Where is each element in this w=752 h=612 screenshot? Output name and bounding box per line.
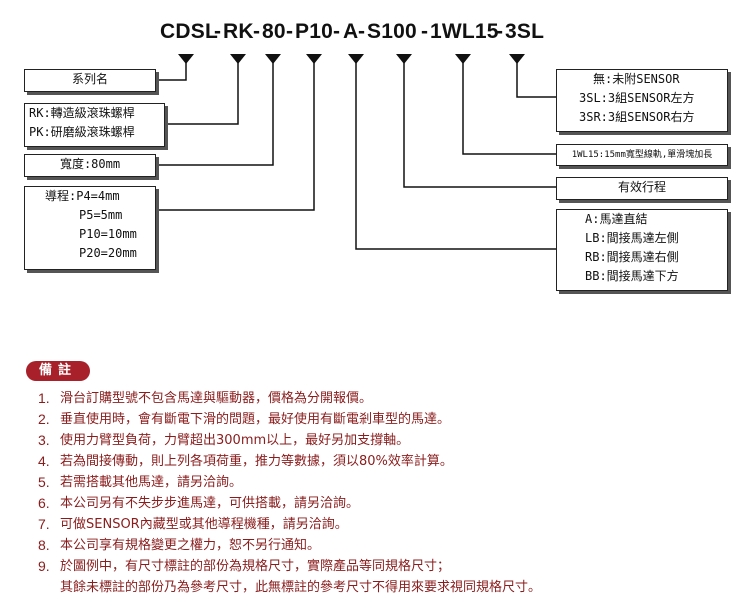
code-dash: - (286, 20, 294, 43)
motor-option-a: A:馬達直結 (585, 212, 648, 226)
remark-item: 8. 本公司享有規格變更之權力，恕不另行通知。 (38, 535, 738, 556)
motor-box: A:馬達直結 LB:間接馬達左側 RB:間接馬達右側 BB:間接馬達下方 (556, 209, 728, 291)
stroke-label: 有效行程 (617, 180, 666, 194)
lead-option-p4: 導程:P4=4mm (45, 189, 120, 203)
screw-option-pk: PK:研磨級滾珠螺桿 (29, 125, 135, 139)
remark-text: 於圖例中，有尺寸標註的部份為規格尺寸，實際產品等同規格尺寸； (60, 559, 451, 574)
code-dash: - (214, 20, 222, 43)
sensor-option-3sl: 3SL:3組SENSOR左方 (579, 91, 695, 105)
remark-text: 若為間接傳動，則上列各項荷重，推力等數據，須以80%效率計算。 (60, 454, 453, 469)
rail-label: 1WL15:15mm寬型線軌,單滑塊加長 (571, 150, 713, 160)
remark-item-continuation: 其餘未標註的部份乃為參考尺寸，此無標註的參考尺寸不得用來要求視同規格尺寸。 (60, 580, 542, 595)
lead-option-p20: P20=20mm (79, 246, 137, 260)
code-part-lead: P10 (295, 20, 333, 43)
arrow-stroke-icon (396, 54, 412, 64)
code-part-rail: 1WL15 (430, 20, 499, 43)
remark-text: 本公司享有規格變更之權力，恕不另行通知。 (60, 538, 321, 553)
width-label: 寬度:80mm (59, 157, 121, 171)
remark-text: 若需搭載其他馬達，請另洽詢。 (60, 475, 243, 490)
remark-number: 5. (38, 474, 50, 490)
screw-box: RK:轉造級滾珠螺桿 PK:研磨級滾珠螺桿 (24, 103, 165, 147)
code-part-stroke: S100 (367, 20, 417, 43)
code-dash: - (496, 20, 504, 43)
arrow-screw-icon (230, 54, 246, 64)
remark-item: 9. 於圖例中，有尺寸標註的部份為規格尺寸，實際產品等同規格尺寸； (38, 556, 738, 577)
stroke-box: 有效行程 (556, 177, 728, 200)
remark-text: 使用力臂型負荷，力臂超出300mm以上，最好另加支撐軸。 (60, 433, 410, 448)
code-dash: - (358, 20, 366, 43)
code-part-motor: A (343, 20, 359, 43)
remark-item: 1. 滑台訂購型號不包含馬達與驅動器，價格為分開報價。 (38, 388, 738, 409)
remark-item: 5. 若需搭載其他馬達，請另洽詢。 (38, 472, 738, 493)
remark-text: 滑台訂購型號不包含馬達與驅動器，價格為分開報價。 (60, 391, 373, 406)
arrow-rail-icon (455, 54, 471, 64)
remark-text: 垂直使用時，會有斷電下滑的問題，最好使用有斷電剎車型的馬達。 (60, 412, 451, 427)
lead-option-p5: P5=5mm (79, 208, 123, 222)
lead-option-p10: P10=10mm (79, 227, 137, 241)
remark-item: 4. 若為間接傳動，則上列各項荷重，推力等數據，須以80%效率計算。 (38, 451, 738, 472)
code-part-sensor: 3SL (505, 20, 545, 43)
sensor-option-3sr: 3SR:3組SENSOR右方 (579, 110, 695, 124)
series-label: 系列名 (71, 72, 108, 86)
sensor-box: 無:未附SENSOR 3SL:3組SENSOR左方 3SR:3組SENSOR右方 (556, 69, 728, 132)
code-dash: - (253, 20, 261, 43)
remark-number: 9. (38, 558, 50, 574)
remark-item: 3. 使用力臂型負荷，力臂超出300mm以上，最好另加支撐軸。 (38, 430, 738, 451)
code-part-series: CDSL (160, 20, 218, 43)
series-box: 系列名 (24, 69, 156, 92)
arrow-lead-icon (306, 54, 322, 64)
remark-item: 2. 垂直使用時，會有斷電下滑的問題，最好使用有斷電剎車型的馬達。 (38, 409, 738, 430)
remark-number: 6. (38, 495, 50, 511)
arrow-sensor-icon (509, 54, 525, 64)
code-part-screw: RK (223, 20, 254, 43)
sensor-option-none: 無:未附SENSOR (593, 72, 680, 86)
remarks-list: 1. 滑台訂購型號不包含馬達與驅動器，價格為分開報價。 2. 垂直使用時，會有斷… (38, 388, 738, 598)
remark-number: 7. (38, 516, 50, 532)
lead-box: 導程:P4=4mm P5=5mm P10=10mm P20=20mm (24, 186, 156, 270)
remark-item: 7. 可做SENSOR內藏型或其他導程機種，請另洽詢。 (38, 514, 738, 535)
remark-item: 6. 本公司另有不失步步進馬達，可供搭載，請另洽詢。 (38, 493, 738, 514)
code-dash: - (333, 20, 341, 43)
motor-option-rb: RB:間接馬達右側 (585, 250, 679, 264)
screw-option-rk: RK:轉造級滾珠螺桿 (29, 106, 135, 120)
motor-option-lb: LB:間接馬達左側 (585, 231, 679, 245)
width-box: 寬度:80mm (24, 154, 156, 177)
code-dash: - (421, 20, 429, 43)
rail-box: 1WL15:15mm寬型線軌,單滑塊加長 (556, 144, 728, 166)
arrow-motor-icon (348, 54, 364, 64)
motor-option-bb: BB:間接馬達下方 (585, 269, 679, 283)
code-part-width: 80 (262, 20, 286, 43)
remark-text: 本公司另有不失步步進馬達，可供搭載，請另洽詢。 (60, 496, 360, 511)
remark-number: 4. (38, 453, 50, 469)
remark-number: 3. (38, 432, 50, 448)
remark-number: 8. (38, 537, 50, 553)
remark-number: 2. (38, 411, 50, 427)
remark-text: 可做SENSOR內藏型或其他導程機種，請另洽詢。 (60, 517, 348, 532)
arrow-width-icon (265, 54, 281, 64)
remarks-badge: 備註 (26, 361, 90, 381)
arrow-series-icon (178, 54, 194, 64)
remark-number: 1. (38, 390, 50, 406)
